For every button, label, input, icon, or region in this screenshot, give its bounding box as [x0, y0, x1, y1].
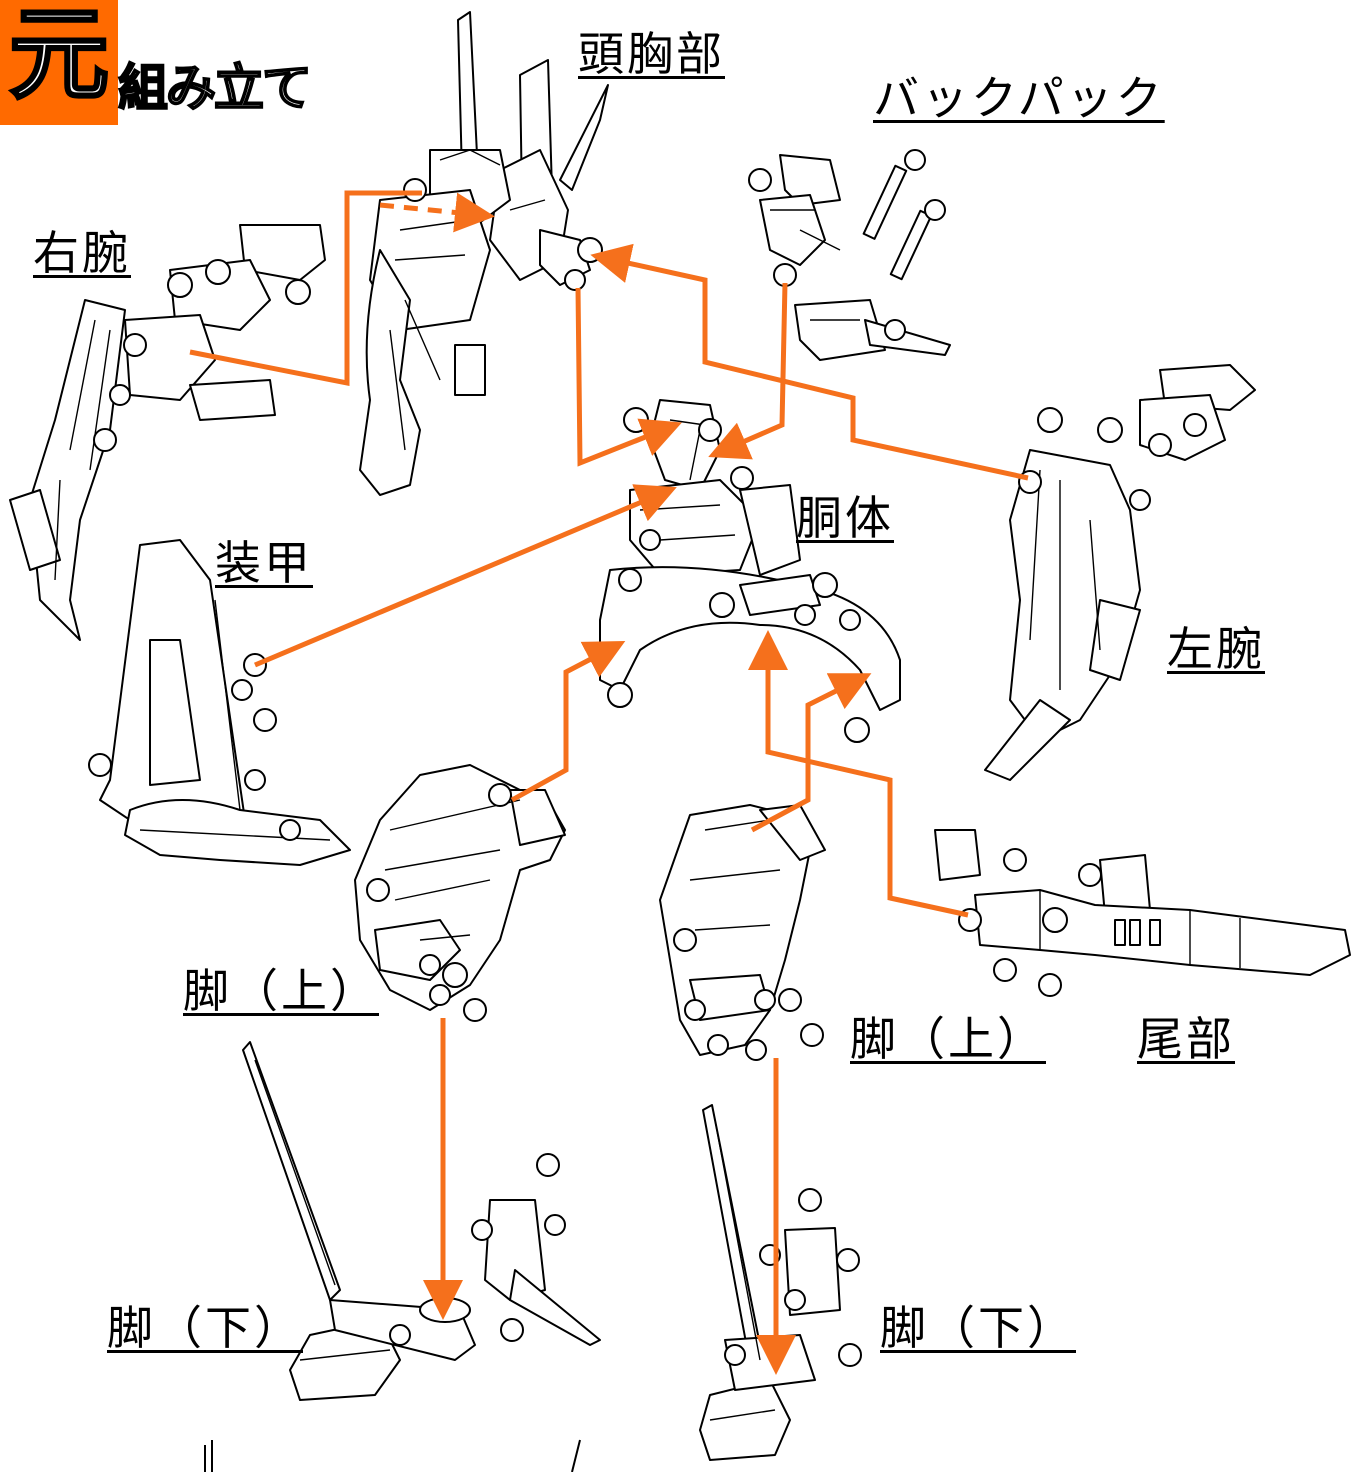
label-tail: 尾部	[1137, 1012, 1235, 1066]
right-arm-part	[9, 224, 326, 641]
label-backpack: バックパック	[873, 71, 1165, 125]
arrow-right-arm-to-chest-dashed	[379, 192, 495, 233]
tail-part	[934, 829, 1351, 997]
armor-part	[88, 539, 351, 866]
next-step-fragment	[204, 1439, 581, 1472]
left-arm-part	[984, 364, 1256, 781]
arrow-armor-to-torso	[254, 484, 677, 668]
label-upper-leg-right: 脚（上）	[850, 1012, 1046, 1066]
arrow-right-arm-to-chest	[189, 190, 422, 387]
label-left-arm: 左腕	[1167, 622, 1265, 676]
label-upper-leg-left: 脚（上）	[183, 964, 379, 1018]
arrow-chest-to-torso	[575, 287, 682, 467]
assembly-arrows	[189, 190, 1029, 1375]
lower-leg-right-part	[699, 1104, 862, 1461]
label-lower-leg-left: 脚（下）	[107, 1301, 303, 1355]
title-badge: 元	[0, 0, 118, 125]
title-badge-glyph: 元	[8, 0, 111, 115]
arrow-left-arm-to-chest	[590, 243, 1029, 481]
label-torso: 胴体	[796, 491, 894, 545]
upper-leg-left-part	[354, 764, 566, 1022]
head-chest-part	[359, 11, 609, 496]
upper-leg-right-part	[659, 804, 826, 1061]
label-head-chest: 頭胸部	[578, 27, 725, 81]
arrow-upper-leg-right-to-torso	[750, 673, 872, 833]
backpack-part	[748, 149, 951, 361]
torso-part	[599, 399, 901, 743]
arrow-upper-leg-left-to-torso	[510, 641, 626, 803]
label-armor: 装甲	[215, 536, 313, 590]
diagram-title: 組み立て	[117, 58, 313, 118]
arrow-backpack-to-torso	[708, 282, 788, 460]
label-right-arm: 右腕	[33, 226, 131, 280]
arrow-tail-to-torso	[748, 630, 969, 918]
label-lower-leg-right: 脚（下）	[880, 1301, 1076, 1355]
